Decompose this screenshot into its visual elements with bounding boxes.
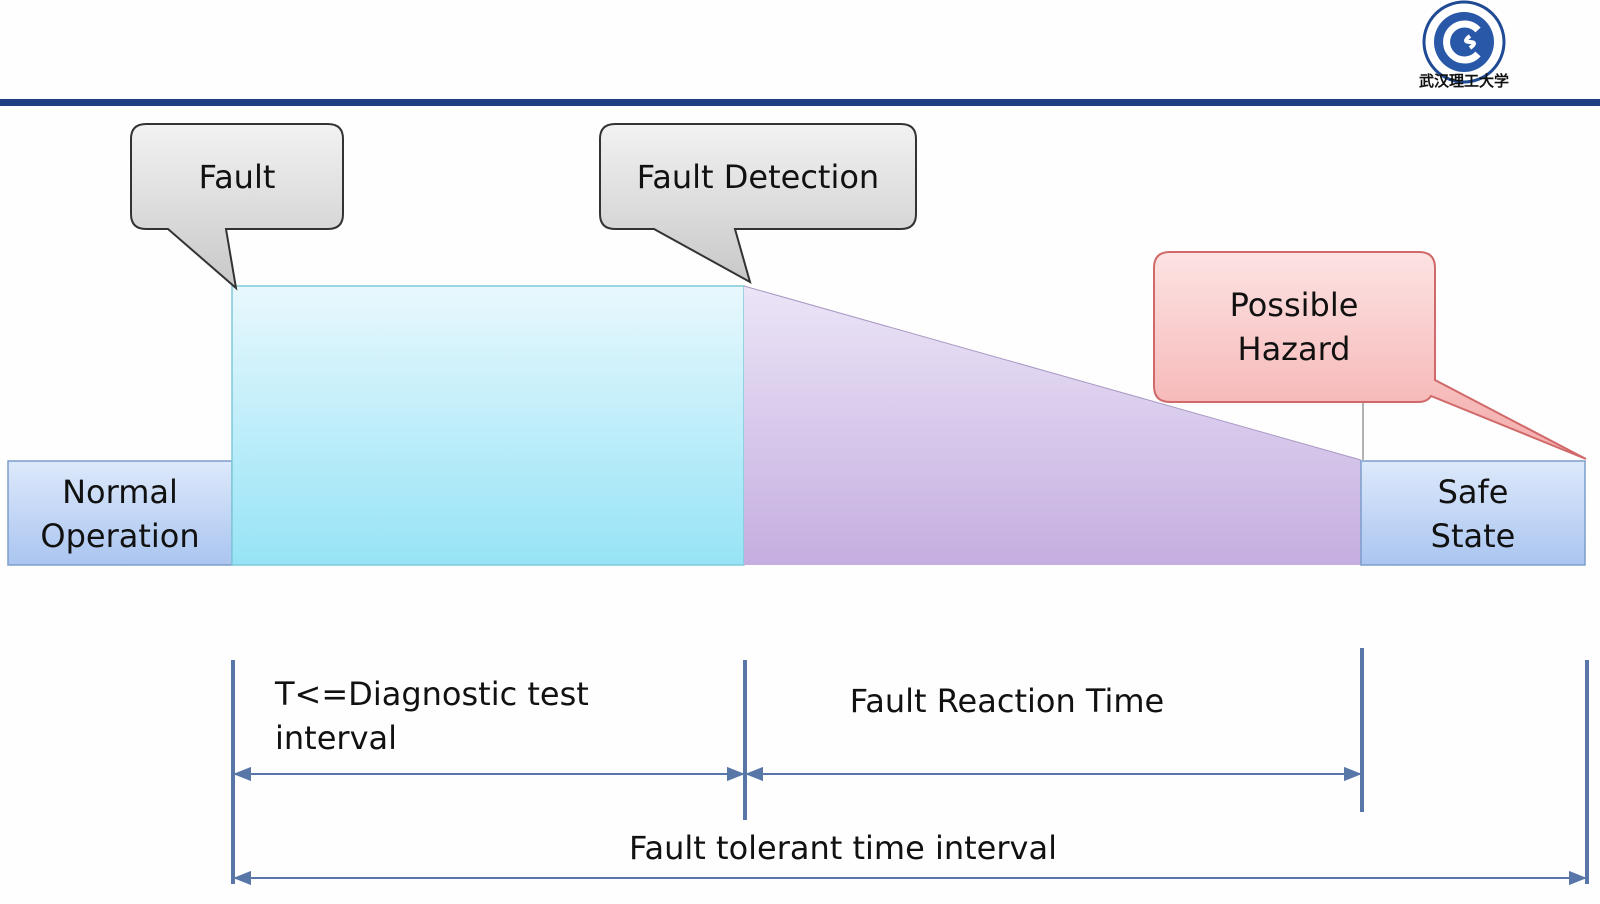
possible-hazard-callout-shape xyxy=(1153,251,1587,460)
fault-callout-shape xyxy=(130,123,344,291)
university-logo: 武汉理工大学 xyxy=(1419,0,1509,90)
reaction-slope-edge xyxy=(743,285,1362,461)
fault-tolerant-interval-label: Fault tolerant time interval xyxy=(629,829,1057,867)
safe-state-box xyxy=(1360,460,1586,566)
possible-hazard-callout: Possible Hazard xyxy=(1153,251,1587,460)
fault-detection-callout-label: Fault Detection xyxy=(637,158,879,196)
interval-markers xyxy=(231,648,1589,884)
normal-operation-label-line1: Normal xyxy=(62,473,178,511)
fault-callout: Fault xyxy=(130,123,344,291)
fault-reaction-time-label: Fault Reaction Time xyxy=(850,682,1164,720)
diagnostic-interval-region xyxy=(231,285,745,566)
logo-caption: 武汉理工大学 xyxy=(1419,72,1509,90)
possible-hazard-label-line2: Hazard xyxy=(1238,330,1351,368)
possible-hazard-label-line1: Possible xyxy=(1230,286,1359,324)
fault-reaction-region xyxy=(744,286,1361,565)
safe-state-label-line1: Safe xyxy=(1438,473,1509,511)
seal-s-mark xyxy=(1464,34,1476,50)
diagnostic-interval-label-line1: T<=Diagnostic test xyxy=(274,675,589,713)
fault-callout-label: Fault xyxy=(199,158,276,196)
seal-c-mark xyxy=(1443,20,1481,64)
header-rule xyxy=(0,99,1600,106)
normal-operation-label-line2: Operation xyxy=(40,517,199,555)
fault-detection-callout-shape xyxy=(599,123,917,285)
safe-state-label-line2: State xyxy=(1431,517,1516,555)
fault-detection-callout: Fault Detection xyxy=(599,123,917,285)
diagnostic-interval-label-line2: interval xyxy=(275,719,397,757)
